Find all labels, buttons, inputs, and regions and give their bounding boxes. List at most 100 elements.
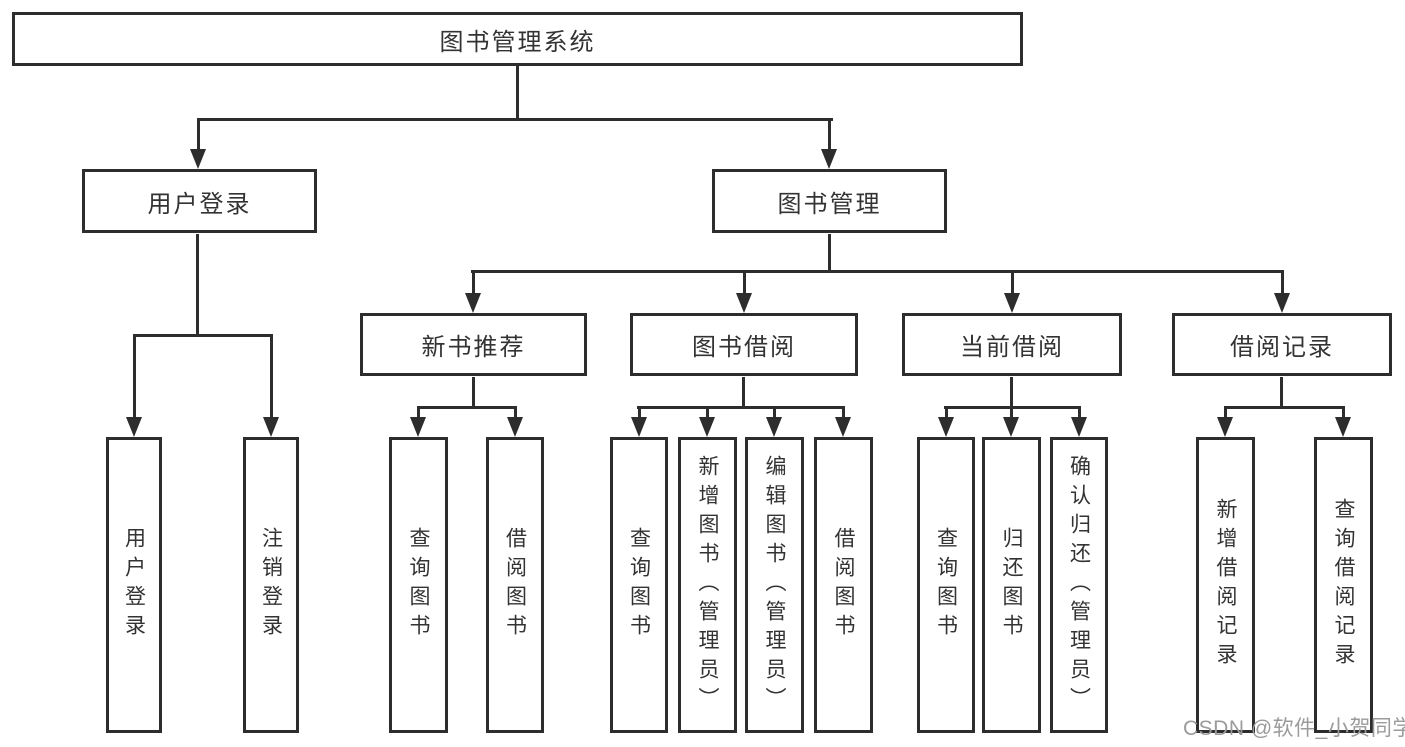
node-label: 新增借阅记录 bbox=[1214, 498, 1237, 672]
connector-book-borrow-horizontal bbox=[637, 406, 845, 409]
arrow-head-icon bbox=[1003, 417, 1019, 437]
connector-user-login-horizontal bbox=[133, 334, 273, 337]
arrow-shaft bbox=[742, 270, 746, 293]
connector-book-borrow-stem bbox=[742, 377, 745, 409]
arrow-head-icon bbox=[1004, 293, 1020, 313]
node-borrow-records: 借阅记录 bbox=[1172, 313, 1392, 376]
arrow-shaft bbox=[513, 406, 517, 417]
node-current-borrow: 当前借阅 bbox=[902, 313, 1122, 376]
arrow-head-icon bbox=[1217, 417, 1233, 437]
arrow-head-icon bbox=[465, 293, 481, 313]
arrow-to-book-mgmt bbox=[821, 118, 837, 169]
node-leaf-rec-borrow-books: 借阅图书 bbox=[486, 437, 544, 733]
node-leaf-bb-add-books-admin: 新增图书（管理员） bbox=[678, 437, 737, 733]
arrow-head-icon bbox=[821, 149, 837, 169]
connector-borrow-records-stem bbox=[1280, 377, 1283, 409]
node-leaf-bb-borrow-books: 借阅图书 bbox=[814, 437, 873, 733]
arrow-shaft bbox=[1223, 406, 1227, 417]
connector-root-stem bbox=[516, 66, 519, 120]
arrow-head-icon bbox=[736, 293, 752, 313]
arrow-head-icon bbox=[190, 149, 206, 169]
arrow-head-icon bbox=[410, 417, 426, 437]
node-leaf-br-add-record: 新增借阅记录 bbox=[1196, 437, 1255, 733]
arrow-to-bb-edit bbox=[766, 406, 782, 437]
node-label: 查询图书 bbox=[407, 527, 430, 643]
arrow-shaft bbox=[1280, 270, 1284, 293]
arrow-to-cb-query bbox=[938, 406, 954, 437]
node-leaf-cb-confirm-return-admin: 确认归还（管理员） bbox=[1050, 437, 1108, 733]
node-leaf-cb-return-books: 归还图书 bbox=[982, 437, 1041, 733]
node-leaf-logout: 注销登录 bbox=[243, 437, 299, 733]
connector-new-book-rec-stem bbox=[472, 377, 475, 409]
node-label: 查询图书 bbox=[627, 527, 651, 643]
node-leaf-br-query-record: 查询借阅记录 bbox=[1314, 437, 1373, 733]
node-book-borrow: 图书借阅 bbox=[630, 313, 858, 376]
node-label: 新书推荐 bbox=[421, 334, 526, 361]
arrow-shaft bbox=[1010, 270, 1014, 293]
connector-current-borrow-stem bbox=[1010, 377, 1013, 409]
arrow-to-br-add bbox=[1217, 406, 1233, 437]
csdn-watermark: CSDN @软件_小贺同学 bbox=[1183, 717, 1405, 740]
node-label: 编辑图书（管理员） bbox=[763, 454, 786, 716]
arrow-head-icon bbox=[938, 417, 954, 437]
connector-borrow-records-horizontal bbox=[1224, 406, 1345, 409]
arrow-head-icon bbox=[1274, 293, 1290, 313]
arrow-to-borrow-records bbox=[1274, 270, 1290, 313]
node-leaf-bb-edit-books-admin: 编辑图书（管理员） bbox=[745, 437, 804, 733]
arrow-to-bb-borrow bbox=[835, 406, 851, 437]
node-label: 新增图书（管理员） bbox=[696, 454, 719, 716]
node-root-system: 图书管理系统 bbox=[12, 12, 1023, 66]
arrow-to-cb-confirm bbox=[1071, 406, 1087, 437]
node-leaf-bb-query-books: 查询图书 bbox=[610, 437, 668, 733]
node-new-book-recommend: 新书推荐 bbox=[360, 313, 587, 376]
arrow-to-rec-borrow bbox=[507, 406, 523, 437]
arrow-to-bb-query bbox=[631, 406, 647, 437]
connector-book-mgmt-stem bbox=[828, 234, 831, 272]
arrow-shaft bbox=[827, 118, 831, 149]
arrow-shaft bbox=[1077, 406, 1081, 417]
arrow-head-icon bbox=[835, 417, 851, 437]
arrow-shaft bbox=[772, 406, 776, 417]
connector-new-book-rec-horizontal bbox=[417, 406, 517, 409]
arrow-to-login bbox=[126, 334, 142, 437]
arrow-shaft bbox=[705, 406, 709, 417]
arrow-to-logout bbox=[263, 334, 279, 437]
node-label: 用户登录 bbox=[122, 527, 146, 643]
node-label: 图书管理 bbox=[777, 190, 882, 218]
arrow-to-cb-return bbox=[1003, 406, 1019, 437]
node-user-login-module: 用户登录 bbox=[82, 169, 317, 233]
arrow-to-br-query bbox=[1335, 406, 1351, 437]
node-label: 借阅图书 bbox=[832, 527, 855, 643]
connector-current-borrow-horizontal bbox=[944, 406, 1081, 409]
node-label: 借阅图书 bbox=[503, 527, 527, 643]
arrow-head-icon bbox=[507, 417, 523, 437]
arrow-head-icon bbox=[631, 417, 647, 437]
node-label: 图书借阅 bbox=[692, 334, 796, 361]
arrow-shaft bbox=[471, 270, 475, 293]
arrow-head-icon bbox=[766, 417, 782, 437]
node-leaf-rec-query-books: 查询图书 bbox=[389, 437, 448, 733]
arrow-shaft bbox=[196, 118, 200, 149]
node-label: 归还图书 bbox=[1000, 527, 1023, 643]
arrow-shaft bbox=[132, 334, 136, 417]
arrow-head-icon bbox=[1335, 417, 1351, 437]
node-leaf-login: 用户登录 bbox=[106, 437, 162, 733]
arrow-shaft bbox=[637, 406, 641, 417]
arrow-shaft bbox=[944, 406, 948, 417]
arrow-to-rec-query bbox=[410, 406, 426, 437]
node-label: 图书管理系统 bbox=[439, 28, 596, 56]
arrow-head-icon bbox=[699, 417, 715, 437]
arrow-to-user-login bbox=[190, 118, 206, 169]
arrow-head-icon bbox=[263, 417, 279, 437]
node-label: 注销登录 bbox=[259, 527, 283, 643]
node-label: 确认归还（管理员） bbox=[1067, 454, 1091, 716]
arrow-to-bb-add bbox=[699, 406, 715, 437]
arrow-to-current-borrow bbox=[1004, 270, 1020, 313]
connector-user-login-stem bbox=[196, 234, 199, 337]
node-leaf-cb-query-books: 查询图书 bbox=[917, 437, 975, 733]
arrow-shaft bbox=[269, 334, 273, 417]
arrow-head-icon bbox=[1071, 417, 1087, 437]
node-book-mgmt-module: 图书管理 bbox=[712, 169, 947, 233]
arrow-shaft bbox=[1009, 406, 1013, 417]
